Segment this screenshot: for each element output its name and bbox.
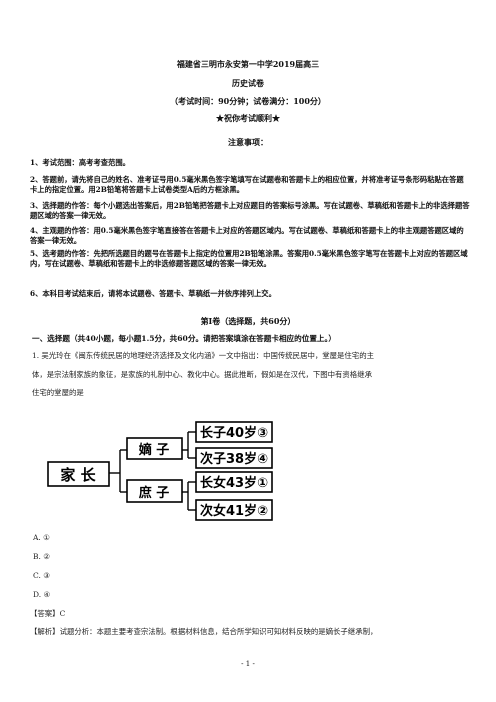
exam-info: （考试时间：90分钟；试卷满分：100分） xyxy=(170,96,326,106)
note-item-2: 2、答题前，请先将自己的姓名、准考证号用0.5毫米黑色签字笔填写在试题卷和答题卡… xyxy=(30,175,464,195)
section-heading: 一、选择题（共40小题，每小题1.5分，共60分。请把答案填涂在答题卡相应的位置… xyxy=(32,334,336,343)
notes-title: 注意事项： xyxy=(228,137,268,147)
mid-top-box xyxy=(126,437,183,460)
leaf-box-3 xyxy=(195,471,273,493)
note-item-5: 5、选考题的作答：先把所选题目的题号在答题卡上指定的位置用2B铅笔涂黑。答案用0… xyxy=(30,249,468,269)
wish-line: ★祝你考试顺利★ xyxy=(216,113,280,123)
note-item-1: 1、考试范围：高考考查范围。 xyxy=(30,158,130,167)
note-item-3: 3、选择题的作答：每个小题选出答案后，用2B铅笔把答题卡上对应题目的答案标号涂黑… xyxy=(30,201,470,221)
leaf-label-3: 长女43岁① xyxy=(200,475,268,491)
leaf-label-1: 长子40岁③ xyxy=(200,425,268,441)
note-item-6: 6、本科目考试结束后，请将本试题卷、答题卡、草稿纸一并依序排列上交。 xyxy=(30,289,276,298)
leaf-label-2: 次子38岁④ xyxy=(200,451,268,467)
subject-title: 历史试卷 xyxy=(232,78,264,88)
answer-line: 【答案】C xyxy=(30,609,66,618)
page-number: - 1 - xyxy=(241,660,255,668)
option-d: D. ④ xyxy=(33,590,51,599)
root-box xyxy=(47,461,110,487)
school-title: 福建省三明市永安第一中学2019届高三 xyxy=(176,59,320,69)
analysis-line: 【解析】试题分析：本题主要考查宗法制。根据材料信息，结合所学知识可知材料反映的是… xyxy=(30,627,378,636)
section-title: 第Ⅰ卷（选择题，共60分） xyxy=(200,316,296,326)
question-stem-line-3: 住宅的堂屋的是 xyxy=(32,388,84,397)
note-item-4: 4、主观题的作答：用0.5毫米黑色签字笔直接答在答题卡上对应的答题区域内。写在试… xyxy=(30,226,464,246)
option-a: A. ① xyxy=(33,533,50,542)
mid-top-label: 嫡 子 xyxy=(139,442,170,458)
leaf-box-2 xyxy=(195,447,273,469)
question-stem-line-1: 1. 吴光玲在《闽东传统民居的地理经济选择及文化内涵》一文中指出：中国传统民居中… xyxy=(32,351,374,360)
leaf-label-4: 次女41岁② xyxy=(200,503,268,519)
mid-bottom-label: 庶 子 xyxy=(139,485,170,501)
root-label: 家 长 xyxy=(60,466,96,484)
mid-bottom-box xyxy=(126,479,183,503)
question-stem-line-2: 体，是宗法制家族的象征，是家族的礼制中心、教化中心。据此推断，假如是在汉代，下图… xyxy=(32,370,372,379)
leaf-box-1 xyxy=(195,421,273,443)
leaf-box-4 xyxy=(195,499,273,521)
option-b: B. ② xyxy=(33,552,51,561)
option-c: C. ③ xyxy=(33,571,50,580)
